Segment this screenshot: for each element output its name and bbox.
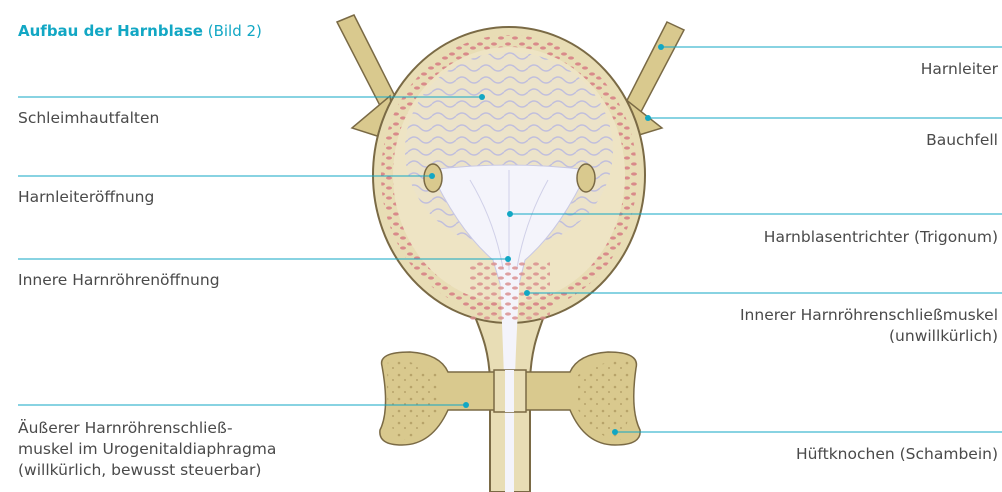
dot-hueftknochen (612, 429, 618, 435)
dot-harnleiteroeffnung (429, 173, 435, 179)
dot-bauchfell (645, 115, 651, 121)
label-bauchfell: Bauchfell (926, 130, 998, 151)
label-hueftknochen: Hüftknochen (Schambein) (796, 444, 998, 465)
label-aeusserer-schliessmuskel: Äußerer Harnröhrenschließ- muskel im Uro… (18, 418, 276, 481)
dot-aeusserer-muskel (463, 402, 469, 408)
label-trigonum: Harnblasentrichter (Trigonum) (764, 227, 998, 248)
dot-trigonum (507, 211, 513, 217)
dot-innerer-muskel (524, 290, 530, 296)
dot-innere-oeffnung (505, 256, 511, 262)
label-harnleiter: Harnleiter (921, 59, 998, 80)
dot-harnleiter (658, 44, 664, 50)
label-innere-harnroehrenoeffnung: Innere Harnröhrenöffnung (18, 270, 220, 291)
label-schleimhautfalten: Schleimhautfalten (18, 108, 159, 129)
dot-schleimhautfalten (479, 94, 485, 100)
label-harnleiteroeffnung: Harnleiteröffnung (18, 187, 154, 208)
right-ureter-opening (577, 164, 595, 192)
label-innerer-schliessmuskel: Innerer Harnröhrenschließmuskel (unwillk… (740, 305, 998, 347)
